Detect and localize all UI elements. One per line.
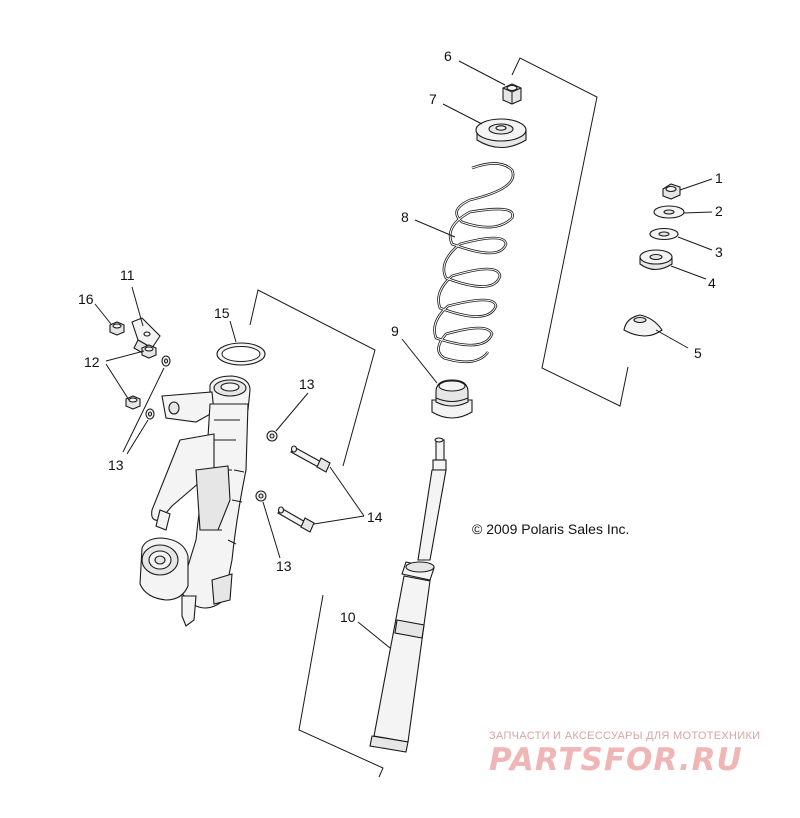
callout-7: 7 <box>429 91 437 107</box>
copyright-text: © 2009 Polaris Sales Inc. <box>472 521 629 537</box>
callout-5: 5 <box>694 345 702 361</box>
o-ring-icon <box>216 342 266 366</box>
washer-icon <box>653 205 685 219</box>
nut-small-icon <box>109 321 125 336</box>
top-nut-icon <box>502 83 522 105</box>
nut-pair-icon <box>125 344 157 410</box>
bump-stop-icon <box>431 379 473 419</box>
callout-12: 12 <box>84 354 100 370</box>
washer-small-icon <box>145 355 278 502</box>
shock-absorber-icon <box>369 437 447 753</box>
steering-knuckle-icon <box>139 375 251 627</box>
bracket-lower <box>249 289 376 467</box>
callout-10: 10 <box>340 609 356 625</box>
callout-15: 15 <box>214 305 230 321</box>
callout-4: 4 <box>708 275 716 291</box>
bracket-upper <box>511 57 629 407</box>
callout-13-left: 13 <box>108 457 124 473</box>
callout-14: 14 <box>367 509 383 525</box>
callout-13-lower: 13 <box>276 558 292 574</box>
callout-16: 16 <box>78 291 94 307</box>
bracket-shock <box>298 594 384 778</box>
coil-spring-icon <box>433 162 515 364</box>
callout-13-upper: 13 <box>299 376 315 392</box>
bolt-icon <box>277 445 331 533</box>
callout-2: 2 <box>715 203 723 219</box>
callout-8: 8 <box>401 209 409 225</box>
bushing-icon <box>639 249 673 271</box>
callout-11: 11 <box>120 267 135 283</box>
callout-6: 6 <box>444 48 452 64</box>
leader-lines <box>94 60 713 649</box>
upper-mount-icon <box>623 314 663 337</box>
washer-thin-icon <box>649 227 679 241</box>
watermark-brand: PARTSFOR.RU <box>489 742 743 778</box>
nut-icon <box>662 183 681 200</box>
spring-retainer-icon <box>475 118 527 149</box>
callout-9: 9 <box>391 323 399 339</box>
callout-3: 3 <box>715 244 723 260</box>
callout-1: 1 <box>715 170 723 186</box>
watermark-caption: ЗАПЧАСТИ И АКСЕССУАРЫ ДЛЯ МОТОТЕХНИКИ <box>489 730 760 742</box>
